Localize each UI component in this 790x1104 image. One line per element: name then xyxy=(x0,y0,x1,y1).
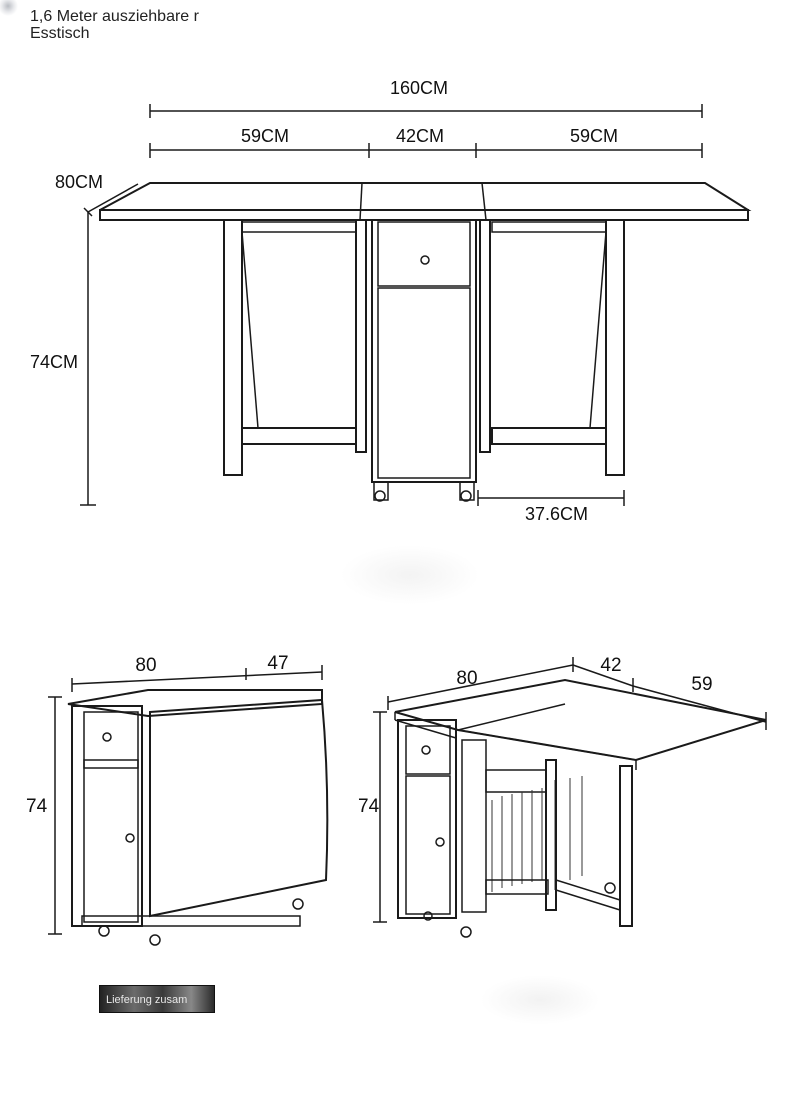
half-open-length: 80 xyxy=(456,668,477,689)
dim-cabinet-offset: 37.6CM xyxy=(525,504,588,524)
half-open-center: 42 xyxy=(600,655,621,676)
folded-depth: 47 xyxy=(267,653,288,674)
half-open-table-diagram: 80 42 59 74 xyxy=(358,655,767,938)
corner-logo-mark xyxy=(0,0,22,18)
product-title: 1,6 Meter ausziehbare r Esstisch xyxy=(30,8,199,42)
watermark-blur xyxy=(480,975,600,1025)
watermark-blur xyxy=(340,545,480,605)
caption-badge: Lieferung zusam xyxy=(99,985,215,1013)
dim-depth: 80CM xyxy=(55,172,103,192)
dim-right-leaf: 59CM xyxy=(570,126,618,146)
dim-height: 74CM xyxy=(30,352,78,372)
folded-length: 80 xyxy=(135,655,156,676)
extended-table-diagram: 160CM 59CM 42CM 59CM 80CM 74CM xyxy=(30,78,752,524)
folded-table-diagram: 80 47 74 xyxy=(26,653,329,946)
dim-left-leaf: 59CM xyxy=(241,126,289,146)
dim-total-width: 160CM xyxy=(390,78,448,98)
dim-center: 42CM xyxy=(396,126,444,146)
folded-height: 74 xyxy=(26,796,48,817)
half-open-leaf: 59 xyxy=(691,674,712,695)
half-open-height: 74 xyxy=(358,796,380,817)
